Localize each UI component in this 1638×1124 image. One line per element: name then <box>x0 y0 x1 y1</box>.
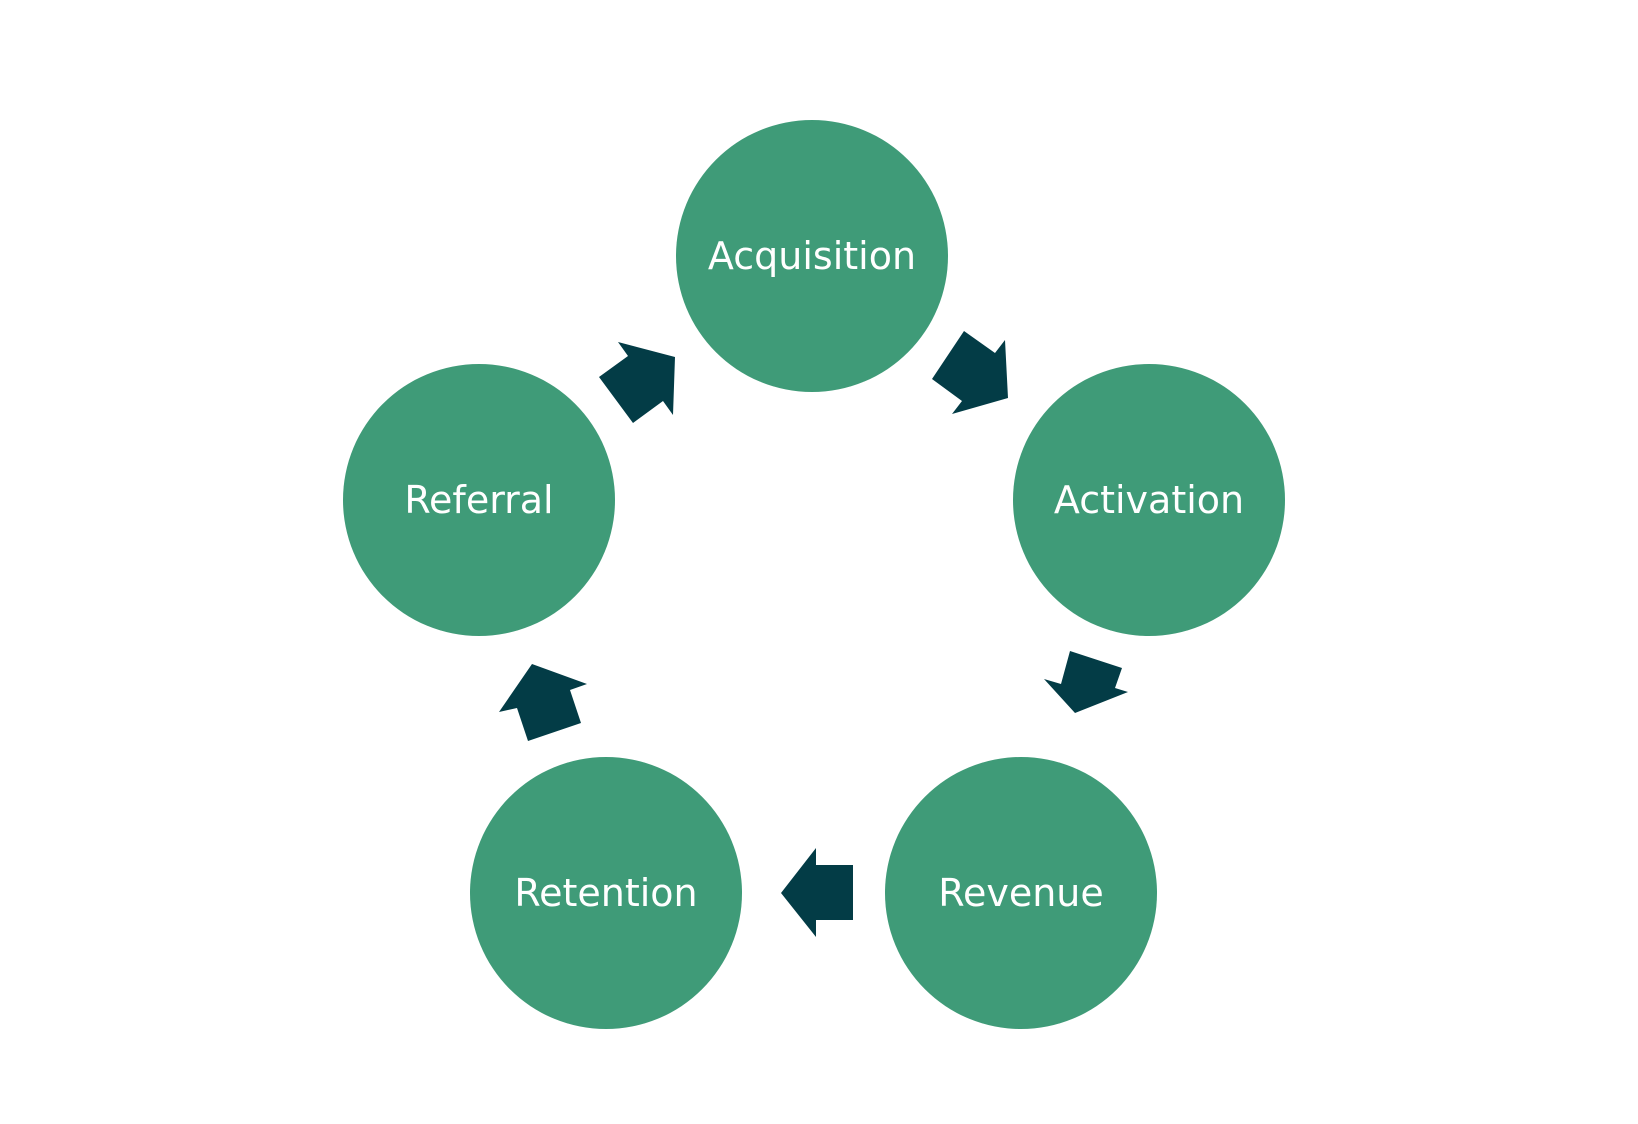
stage-label-acquisition: Acquisition <box>708 234 916 278</box>
arrow-revenue-to-retention-icon <box>781 848 853 937</box>
stage-label-activation: Activation <box>1054 478 1244 522</box>
stage-node-revenue: Revenue <box>885 757 1157 1029</box>
stage-circle-revenue <box>885 757 1157 1029</box>
stage-circle-referral <box>343 364 615 636</box>
arrow-referral-to-acquisition-icon <box>599 342 675 423</box>
stage-circle-acquisition <box>676 120 948 392</box>
stage-node-activation: Activation <box>1013 364 1285 636</box>
stage-node-retention: Retention <box>470 757 742 1029</box>
arrow-activation-to-revenue-icon <box>1044 651 1128 713</box>
stage-label-revenue: Revenue <box>938 871 1104 915</box>
stage-node-acquisition: Acquisition <box>676 120 948 392</box>
stage-label-referral: Referral <box>404 478 553 522</box>
arrow-retention-to-referral-icon <box>499 664 587 741</box>
stage-label-retention: Retention <box>514 871 697 915</box>
stage-circle-retention <box>470 757 742 1029</box>
arrow-acquisition-to-activation-icon <box>932 331 1008 414</box>
stage-circle-activation <box>1013 364 1285 636</box>
stage-node-referral: Referral <box>343 364 615 636</box>
